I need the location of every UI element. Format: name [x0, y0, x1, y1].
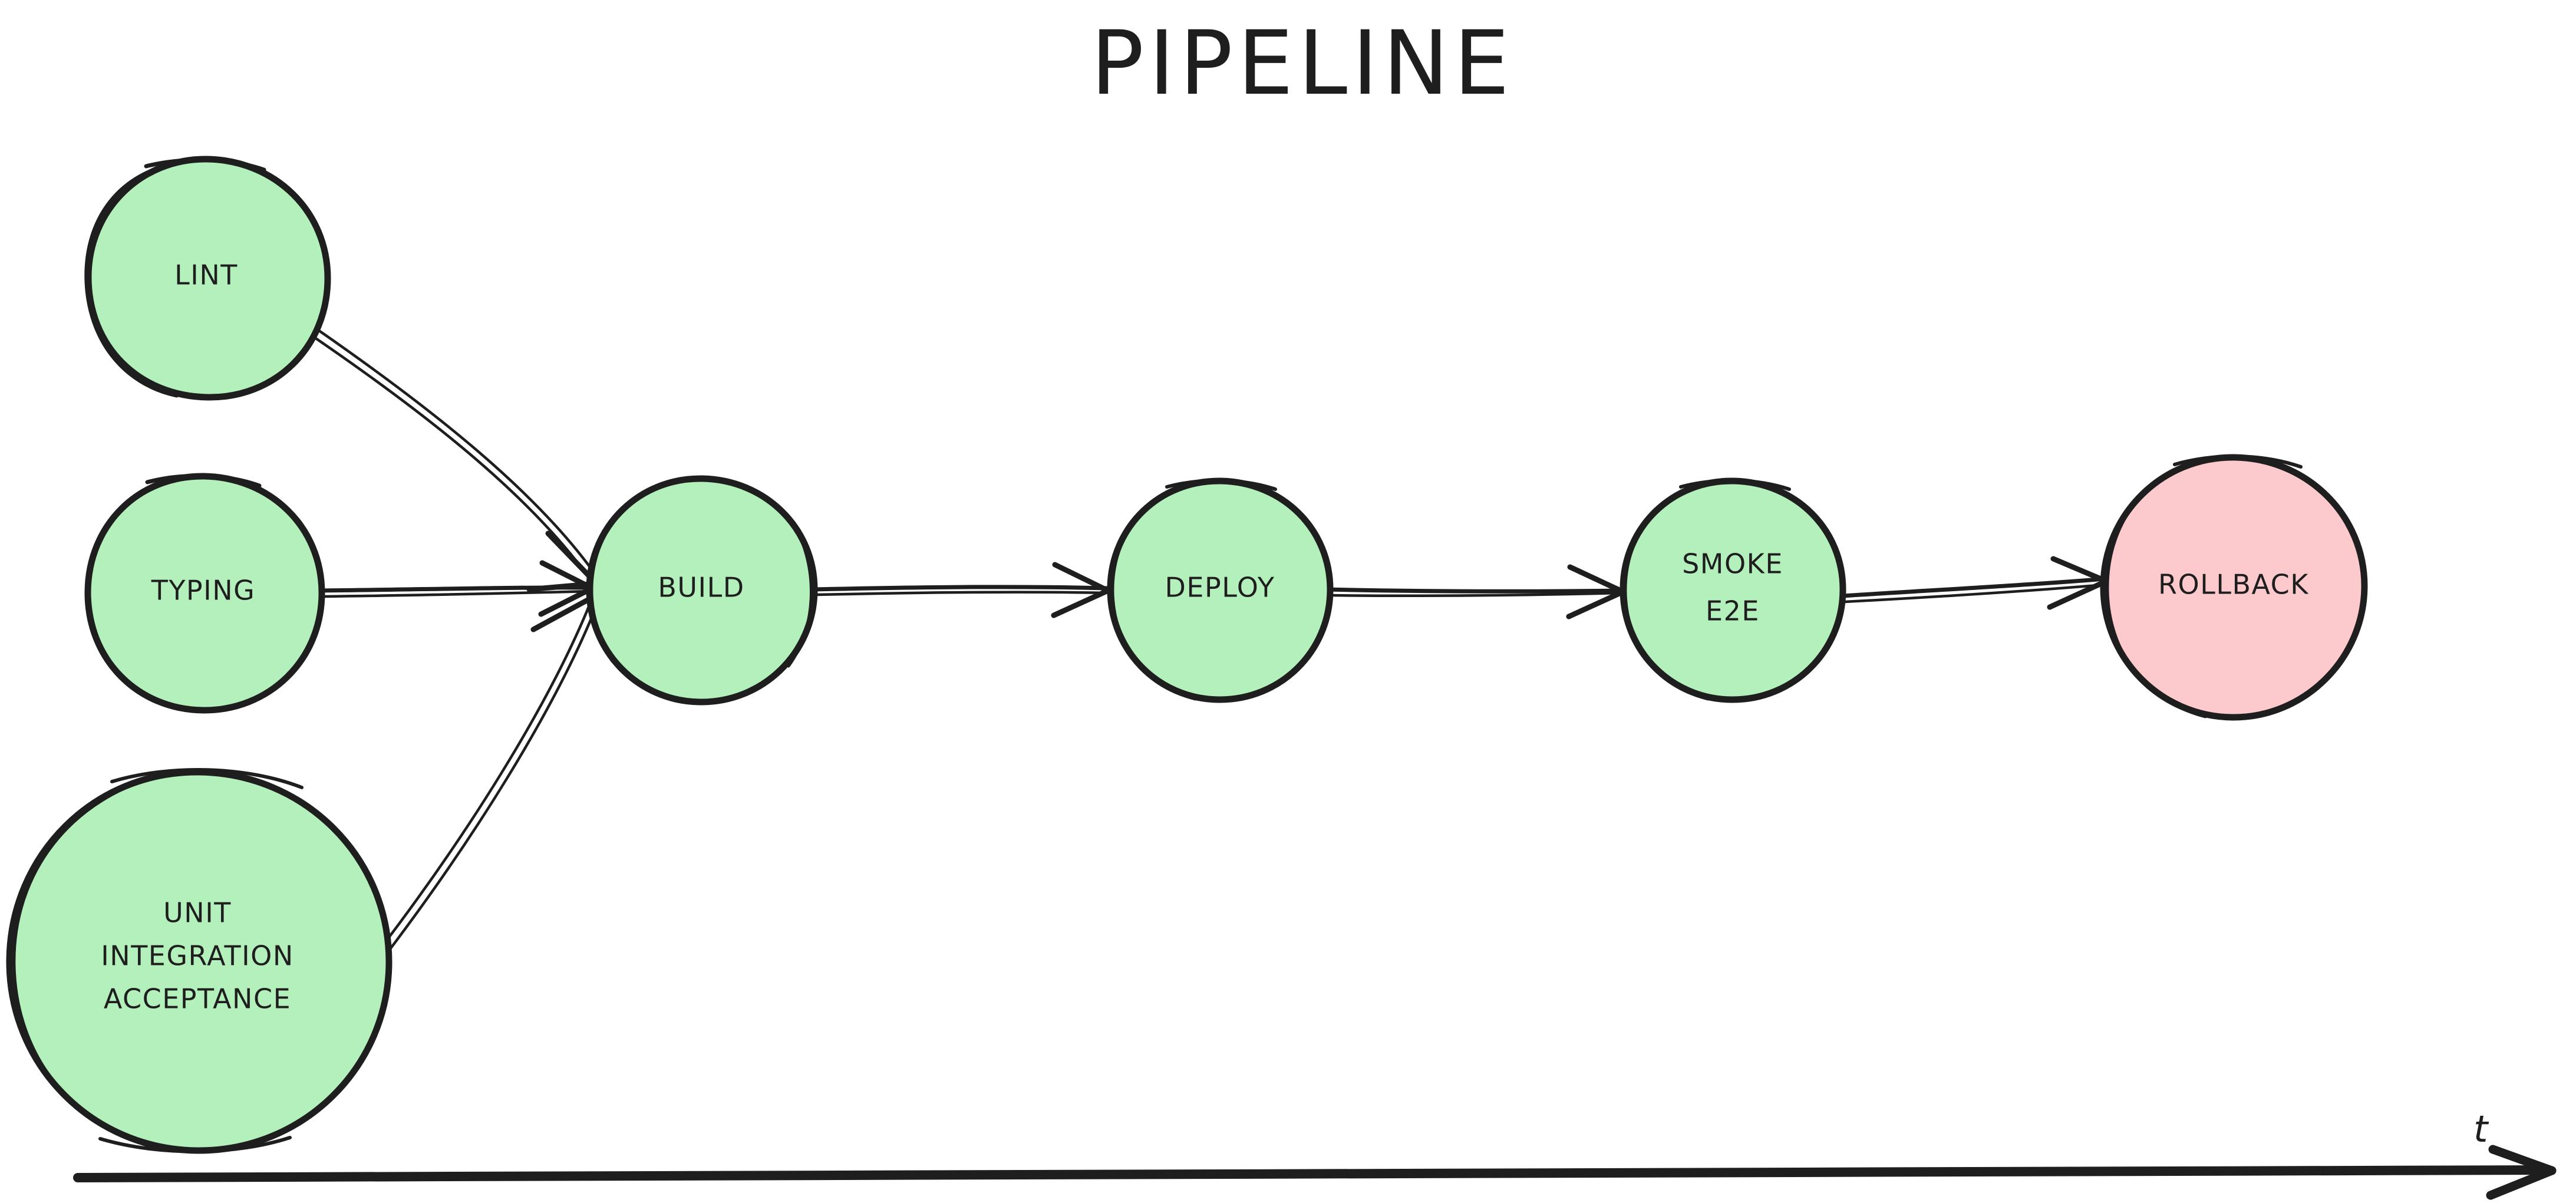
node-smoke-label-line-2: E2E	[1706, 595, 1760, 627]
node-deploy-fill	[1110, 480, 1330, 699]
node-smoke-outline-secondary	[1624, 480, 1710, 701]
node-lint[interactable]: LINT	[84, 156, 331, 401]
node-typing-outline-accent	[145, 473, 262, 488]
node-lint-label: LINT	[174, 259, 238, 291]
node-deploy-outline-secondary	[1111, 480, 1197, 701]
node-deploy-outline-accent	[1165, 479, 1277, 491]
node-build-outline-accent	[787, 517, 813, 668]
node-deploy[interactable]: DEPLOY	[1107, 477, 1334, 703]
node-lint-outline	[85, 156, 331, 401]
time-axis-line	[73, 1165, 2551, 1182]
node-typing[interactable]: TYPING	[84, 473, 325, 714]
node-smoke[interactable]: SMOKE E2E	[1620, 477, 1846, 703]
node-build-outline-secondary	[590, 478, 680, 703]
node-tests-label-line-1: UNIT	[163, 897, 232, 929]
node-tests[interactable]: UNIT INTEGRATION ACCEPTANCE	[6, 768, 392, 1154]
node-rollback-label: ROLLBACK	[2158, 569, 2309, 601]
node-build[interactable]: BUILD	[586, 475, 818, 706]
node-build-fill	[589, 477, 813, 701]
node-tests-label-line-3: ACCEPTANCE	[104, 983, 291, 1015]
node-rollback[interactable]: ROLLBACK	[2100, 454, 2368, 721]
node-lint-fill	[87, 158, 326, 396]
time-axis-arrowhead-upper	[2488, 1145, 2557, 1175]
node-tests-label-line-2: INTEGRATION	[101, 940, 294, 972]
node-smoke-outline-accent	[1679, 479, 1791, 491]
node-lint-outline-accent	[144, 157, 266, 172]
node-rollback-outline	[2100, 454, 2368, 721]
edge-smoke-to-rollback	[1830, 556, 2109, 610]
node-smoke-fill	[1623, 480, 1842, 699]
node-deploy-label: DEPLOY	[1165, 572, 1275, 604]
time-axis-label: t	[2473, 1108, 2489, 1151]
node-rollback-outline-secondary	[2106, 457, 2207, 718]
node-tests-outline-accent-bottom	[98, 1136, 292, 1153]
node-rollback-outline-accent	[2173, 454, 2303, 469]
edge-deploy-to-smoke	[1324, 564, 1626, 619]
edge-tests-to-build	[378, 594, 616, 955]
time-axis: t	[73, 1108, 2557, 1200]
node-rollback-fill	[2103, 456, 2364, 717]
edge-build-to-deploy	[812, 562, 1111, 618]
node-typing-outline-secondary	[88, 477, 182, 711]
node-typing-fill	[87, 475, 320, 710]
node-typing-label: TYPING	[151, 575, 256, 607]
node-lint-outline-secondary	[84, 161, 179, 398]
page-title: PIPELINE	[1091, 12, 1515, 115]
node-tests-outline-secondary	[12, 773, 167, 1151]
node-smoke-label-line-1: SMOKE	[1682, 548, 1783, 580]
node-tests-outline-accent	[110, 768, 304, 789]
node-tests-fill	[8, 771, 387, 1151]
time-axis-arrowhead-lower	[2486, 1166, 2557, 1200]
node-build-label: BUILD	[658, 572, 744, 604]
edge-typing-to-build	[316, 560, 595, 617]
edge-lint-to-build	[311, 328, 599, 592]
